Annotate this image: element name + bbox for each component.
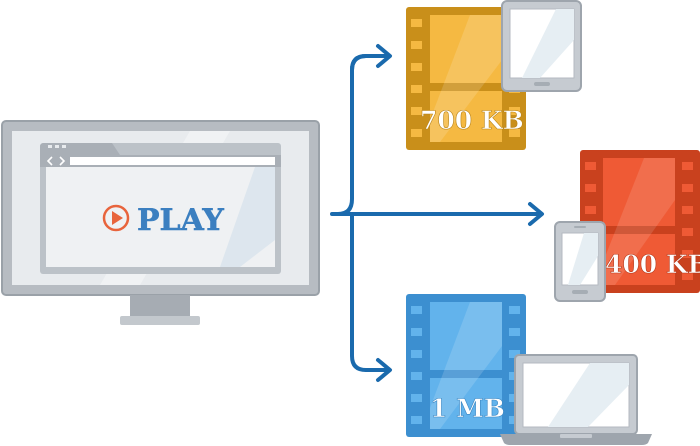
tablet-icon — [501, 0, 582, 92]
size-label-1mb: 1 MB — [430, 394, 505, 423]
phone-icon — [554, 221, 606, 302]
play-label: PLAY — [137, 203, 224, 238]
size-label-400kb: 400 KB — [605, 250, 700, 279]
arrowhead-middle — [528, 202, 544, 226]
play-circle-icon — [102, 204, 130, 232]
film-strip-400kb: 400 KB — [580, 150, 700, 293]
back-forward-arrows-icon[interactable] — [46, 156, 66, 166]
arrowhead-top — [376, 44, 392, 68]
size-label-700kb: 700 KB — [420, 106, 524, 135]
laptop-icon — [500, 354, 652, 445]
play-button[interactable]: PLAY — [102, 203, 225, 238]
film-strip-1mb: 1 MB — [406, 294, 526, 437]
distribution-arrows — [330, 44, 544, 382]
browser-window — [40, 143, 281, 274]
arrowhead-bottom — [376, 358, 392, 382]
arrow-to-top — [350, 54, 388, 72]
